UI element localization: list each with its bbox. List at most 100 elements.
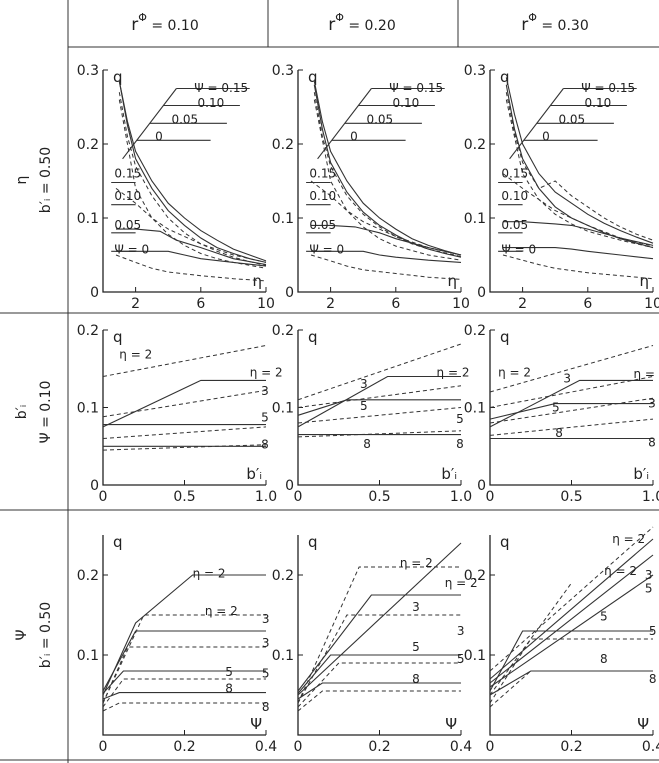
dashed-curve-r3c1-3 (102, 702, 266, 712)
dashed-curve-r3c2-3 (297, 690, 461, 712)
annotation-r1c2-0: Ψ = 0.15 (389, 81, 443, 95)
annotation-r2c3-3: 5 (552, 400, 560, 414)
xlabel-r3c3: Ψ (637, 715, 649, 733)
xtick-label-r1c1-2: 10 (257, 296, 275, 312)
xtick-label-r1c3-1: 6 (583, 296, 592, 312)
xlabel-r1c2: η (447, 272, 457, 290)
solid-curve-r2c2-0 (297, 375, 461, 428)
dashed-curve-r3c3-0 (489, 526, 654, 672)
ytick-label-r1c1-3: 0.3 (77, 63, 99, 79)
ytick-label-r1c2-2: 0.2 (272, 137, 294, 153)
annotation-r1c2-4: 0.15 (309, 166, 336, 180)
ytick-label-r2c2-0: 0 (285, 478, 294, 494)
bracket-diagonal-r1c1 (122, 88, 177, 160)
dashed-curve-r2c2-1 (297, 385, 462, 408)
ylabel-r2c1: q (113, 328, 123, 346)
dashed-curve-r2c2-3 (297, 430, 462, 438)
annotation-r3c1-0: η = 2 (193, 566, 226, 580)
annotation-r2c2-5: 8 (456, 437, 464, 451)
annotation-r3c2-3: 3 (457, 624, 465, 638)
ytick-label-r2c2-1: 0.1 (272, 401, 294, 417)
solid-curve-r3c1-3 (102, 692, 266, 700)
dashed-curve-r2c2-0 (297, 343, 462, 401)
xtick-label-r2c3-0: 0 (486, 489, 495, 505)
dashed-curve-r1c3-0 (505, 92, 654, 241)
ylabel-r2c2: q (308, 328, 318, 346)
annotation-r1c3-7: Ψ = 0 (501, 243, 536, 257)
annotation-r2c3-2: η = 2 (633, 367, 659, 381)
annotation-r1c2-7: Ψ = 0 (309, 243, 344, 257)
annotation-r3c1-5: 5 (262, 666, 270, 680)
solid-curve-r2c2-1 (297, 399, 461, 416)
xtick-label-r2c1-2: 1.0 (255, 489, 277, 505)
ytick-label-r1c1-0: 0 (90, 285, 99, 301)
axes-r3c2 (297, 535, 461, 736)
dashed-curve-r3c2-2 (297, 662, 461, 708)
dashed-curve-r1c2-2 (310, 180, 462, 256)
annotation-r3c1-1: η = 2 (205, 604, 238, 618)
ytick-label-r3c3-0: 0.1 (464, 648, 486, 664)
ylabel-r3c3: q (500, 533, 510, 551)
dashed-curve-r1c2-3 (310, 254, 462, 280)
annotation-r1c3-6: 0.05 (501, 218, 528, 232)
annotation-r1c3-4: 0.15 (501, 166, 528, 180)
axes-r3c1 (102, 535, 266, 736)
xtick-label-r1c2-0: 2 (326, 296, 335, 312)
annotation-r3c3-6: 8 (600, 652, 608, 666)
ytick-label-r1c1-1: 0.1 (77, 211, 99, 227)
dashed-curve-r3c2-0 (297, 566, 461, 704)
xtick-label-r2c2-0: 0 (294, 489, 303, 505)
row-label-main-1: η (14, 176, 30, 185)
dashed-curve-r1c1-2 (115, 188, 267, 263)
dashed-curve-r2c2-2 (297, 407, 462, 424)
annotation-r3c1-3: 3 (262, 636, 270, 650)
dashed-curve-r2c1-2 (102, 426, 267, 439)
annotation-r3c1-6: 8 (225, 682, 233, 696)
annotation-r2c1-1: η = 2 (250, 366, 283, 380)
ylabel-r3c1: q (113, 533, 123, 551)
annotation-r2c3-4: 3 (648, 397, 656, 411)
row-label-main-2: b′ᵢ (14, 405, 30, 420)
ytick-label-r1c2-0: 0 (285, 285, 294, 301)
xtick-label-r3c2-1: 0.2 (368, 739, 390, 755)
solid-curve-r1c2-0 (313, 80, 462, 256)
dashed-curve-r2c1-1 (102, 389, 267, 418)
annotation-r1c2-5: 0.10 (309, 189, 336, 203)
annotation-r1c3-1: 0.10 (585, 96, 612, 110)
solid-curve-r2c3-0 (489, 379, 653, 428)
annotation-r3c3-7: 8 (649, 672, 657, 686)
annotation-r3c3-1: η = 2 (604, 564, 637, 578)
ytick-label-r2c3-2: 0.2 (464, 323, 486, 339)
xtick-label-r2c2-2: 1.0 (450, 489, 472, 505)
dashed-curve-r1c3-3 (502, 254, 654, 280)
xtick-label-r3c3-0: 0 (486, 739, 495, 755)
axes-r1c1 (102, 70, 266, 293)
solid-curve-r1c1-1 (118, 81, 267, 263)
dashed-curve-r3c1-1 (102, 646, 266, 704)
annotation-r3c3-3: 5 (645, 582, 653, 596)
solid-curve-r2c3-1 (489, 403, 653, 420)
xlabel-r3c2: Ψ (445, 715, 457, 733)
dashed-curve-r2c3-1 (489, 376, 654, 408)
solid-curve-r1c2-1 (313, 84, 462, 258)
xtick-label-r3c3-2: 0.4 (642, 739, 659, 755)
xlabel-r1c3: η (639, 272, 649, 290)
annotation-r2c2-2: 5 (360, 399, 368, 413)
annotation-r2c1-4: 8 (261, 438, 269, 452)
xtick-label-r1c1-1: 6 (196, 296, 205, 312)
row-label-cond-2: Ψ = 0.10 (38, 381, 54, 444)
dashed-curve-r1c2-1 (313, 99, 462, 261)
dashed-curve-r2c3-3 (489, 418, 654, 436)
xtick-label-r3c2-2: 0.4 (450, 739, 472, 755)
solid-curve-r1c3-0 (505, 77, 654, 244)
ytick-label-r2c1-0: 0 (90, 478, 99, 494)
ylabel-r1c3: q (500, 68, 510, 86)
annotation-r2c3-5: 8 (555, 426, 563, 440)
annotation-r2c1-2: 3 (261, 384, 269, 398)
annotation-r3c2-5: 5 (457, 652, 465, 666)
annotation-r1c3-2: 0.05 (558, 112, 585, 126)
dashed-curve-r1c3-2 (502, 173, 654, 247)
dashed-curve-r3c3-1 (489, 582, 572, 696)
dashed-curve-r3c1-0 (102, 614, 266, 704)
annotation-r1c1-3: 0 (155, 129, 163, 143)
